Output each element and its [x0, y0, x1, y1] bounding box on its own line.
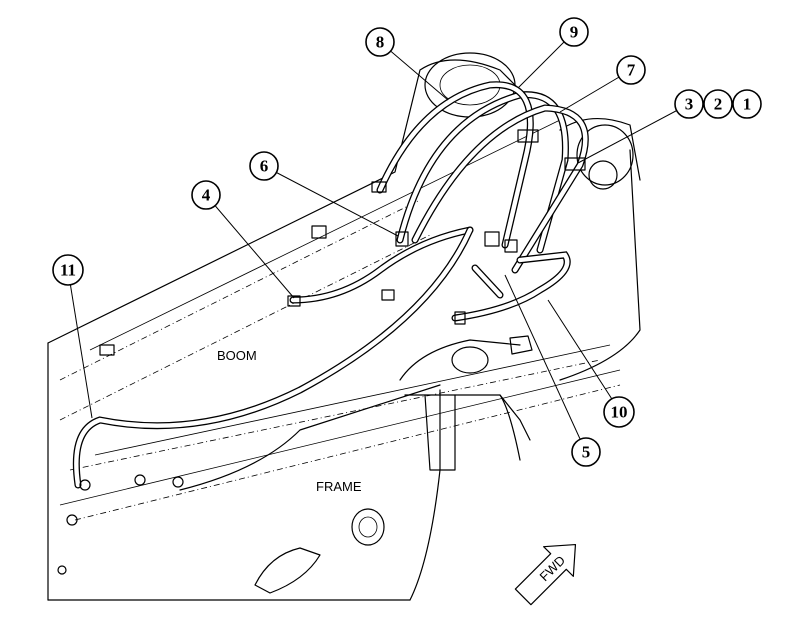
- callout-10: 10: [603, 396, 635, 428]
- frame-outline: [179, 335, 533, 601]
- callout-9: 9: [559, 17, 589, 47]
- fwd-label: FWD: [537, 553, 569, 585]
- callout-6: 6: [249, 151, 279, 181]
- callout-3: 3: [674, 89, 704, 119]
- hoses: [72, 81, 589, 489]
- boom-outline: [47, 52, 641, 601]
- svg-text:1: 1: [743, 95, 752, 114]
- svg-text:11: 11: [60, 261, 76, 280]
- svg-text:3: 3: [685, 95, 694, 114]
- svg-text:2: 2: [714, 95, 723, 114]
- boom-label: BOOM: [217, 348, 257, 363]
- callout-8: 8: [365, 27, 395, 57]
- leader-lines: [67, 31, 690, 453]
- svg-text:8: 8: [376, 33, 385, 52]
- svg-text:7: 7: [627, 61, 636, 80]
- frame-label: FRAME: [316, 479, 362, 494]
- callout-4: 4: [191, 180, 221, 210]
- fwd-arrow-icon: FWD: [514, 543, 577, 606]
- callout-1: 1: [732, 89, 762, 119]
- svg-text:10: 10: [611, 403, 628, 422]
- callout-11: 11: [52, 254, 84, 286]
- svg-text:4: 4: [202, 186, 211, 205]
- svg-text:6: 6: [260, 157, 269, 176]
- callout-2: 2: [703, 89, 733, 119]
- svg-text:5: 5: [582, 443, 591, 462]
- callout-5: 5: [571, 437, 601, 467]
- svg-text:9: 9: [570, 23, 579, 42]
- fittings: [57, 129, 586, 575]
- callout-7: 7: [616, 55, 646, 85]
